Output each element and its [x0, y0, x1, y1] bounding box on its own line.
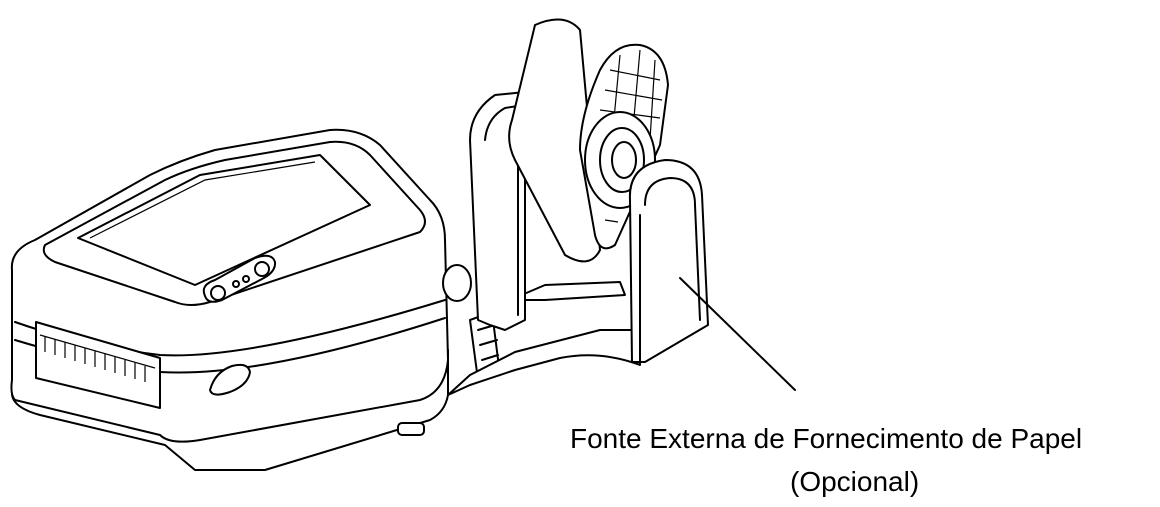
label-printer [10, 128, 472, 471]
holder-tray [447, 329, 641, 396]
left-flange [508, 18, 601, 263]
cover-latch [209, 363, 251, 396]
printer-foot [397, 422, 425, 436]
callout-leader-line [679, 277, 796, 391]
side-knob [442, 264, 472, 302]
printer-cover-window [77, 154, 371, 286]
feed-button [210, 285, 226, 301]
callout-label-title: Fonte Externa de Fornecimento de Papel [570, 423, 1083, 454]
right-pillar-cover [628, 159, 709, 363]
paper-roll-holder [447, 18, 709, 396]
status-led-1 [232, 280, 240, 288]
pause-button [254, 261, 270, 277]
paper-exit-slot [35, 321, 161, 409]
callout-label-optional: (Opcional) [790, 466, 920, 497]
paper-teeth [39, 334, 156, 382]
status-led-2 [242, 275, 250, 283]
